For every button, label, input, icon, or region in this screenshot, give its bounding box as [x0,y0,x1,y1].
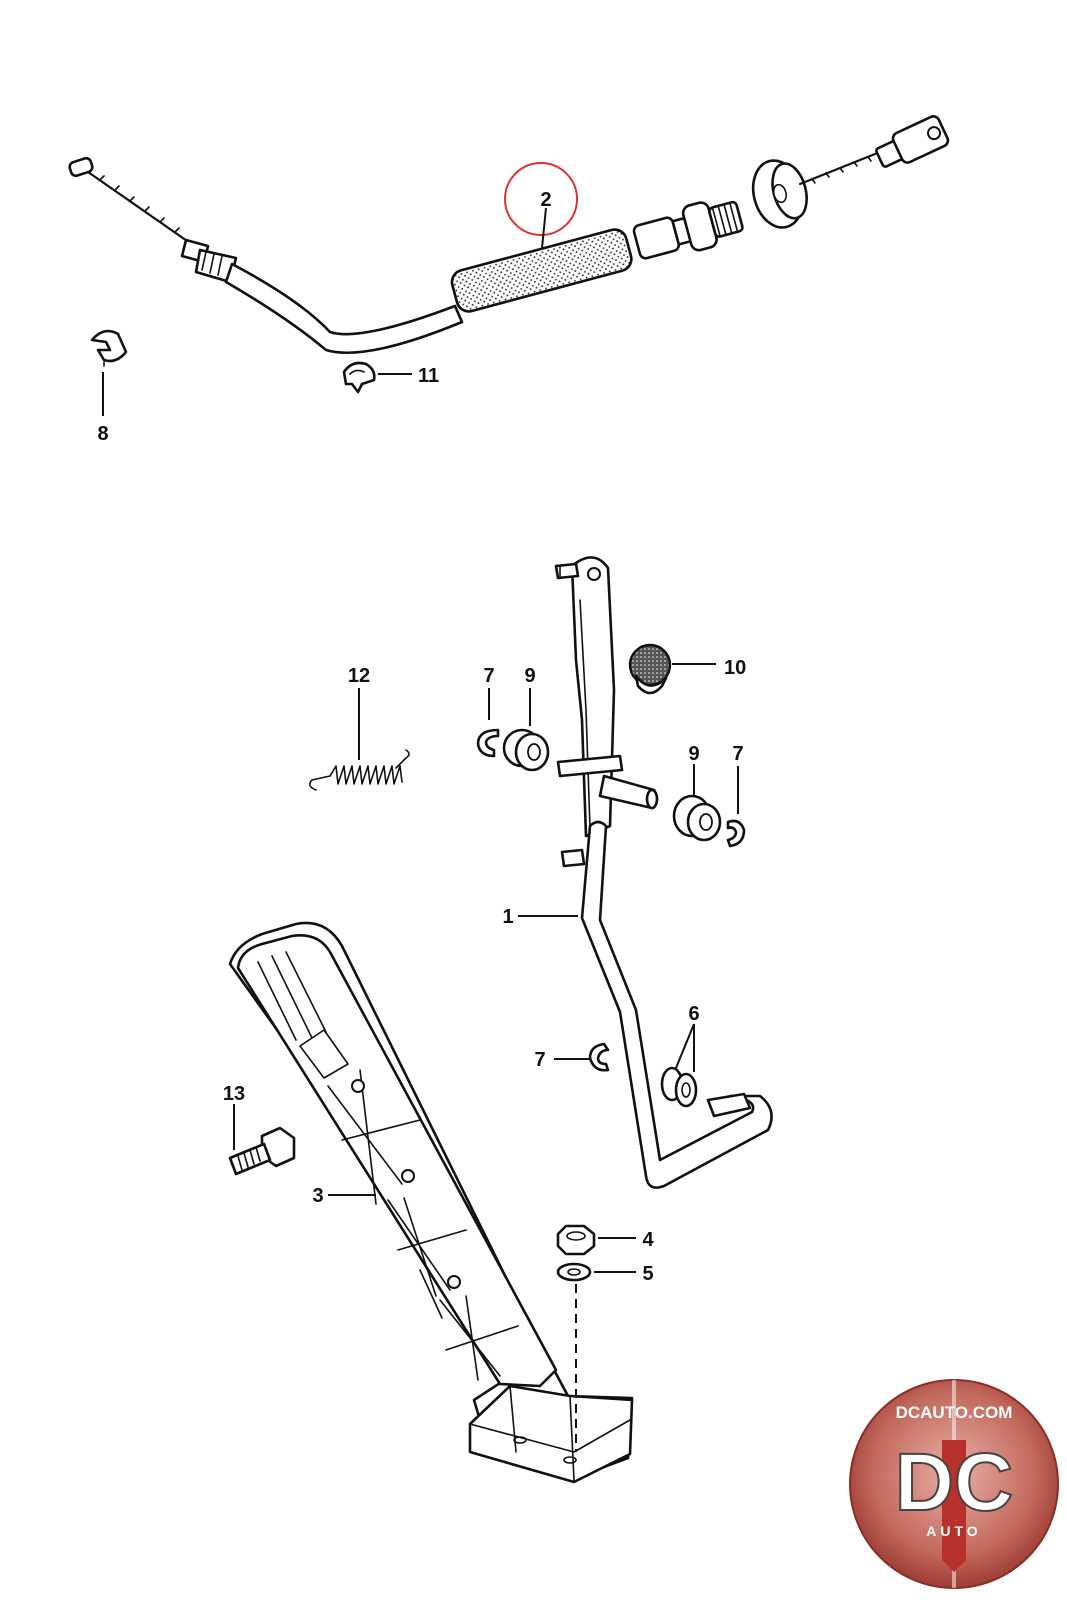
callout-label: 7 [732,743,743,765]
clip-8 [90,329,128,367]
dcauto-watermark: DCAUTO.COM DC AUTO [849,1379,1059,1589]
callout-label: 6 [688,1003,699,1025]
callout-label: 3 [312,1185,323,1207]
watermark-letters: DC [895,1437,1013,1528]
spring-12 [308,749,410,791]
callout-label: 7 [534,1049,545,1071]
watermark-word: AUTO [926,1523,981,1539]
throttle-cable [68,115,950,355]
pedal-plate [228,921,634,1484]
highlight-circle [504,162,578,236]
clip-11 [342,361,376,394]
nut-4 [556,1224,596,1256]
callout-label: 10 [724,657,746,679]
circlip-7a [476,728,500,758]
callout-label: 12 [348,665,370,687]
bolt-13 [228,1126,296,1176]
bushing-9-left [502,728,550,772]
pedal-lever [554,556,773,1189]
circlip-7c [588,1042,610,1072]
callout-label: 7 [483,665,494,687]
callout-label: 4 [642,1229,654,1251]
callout-label: 8 [97,423,108,445]
circlip-7b [726,819,746,848]
callout-label: 9 [688,743,699,765]
watermark-site: DCAUTO.COM [896,1403,1013,1422]
callout-label: 13 [223,1083,245,1105]
callout-label: 5 [642,1263,653,1285]
washer-5 [556,1262,592,1282]
callout-label: 1 [502,906,513,928]
bushing-9-right [672,794,722,842]
plug-10 [628,643,672,695]
callout-label: 11 [418,365,439,387]
callout-label: 2 [540,189,551,211]
callout-label: 9 [524,665,535,687]
